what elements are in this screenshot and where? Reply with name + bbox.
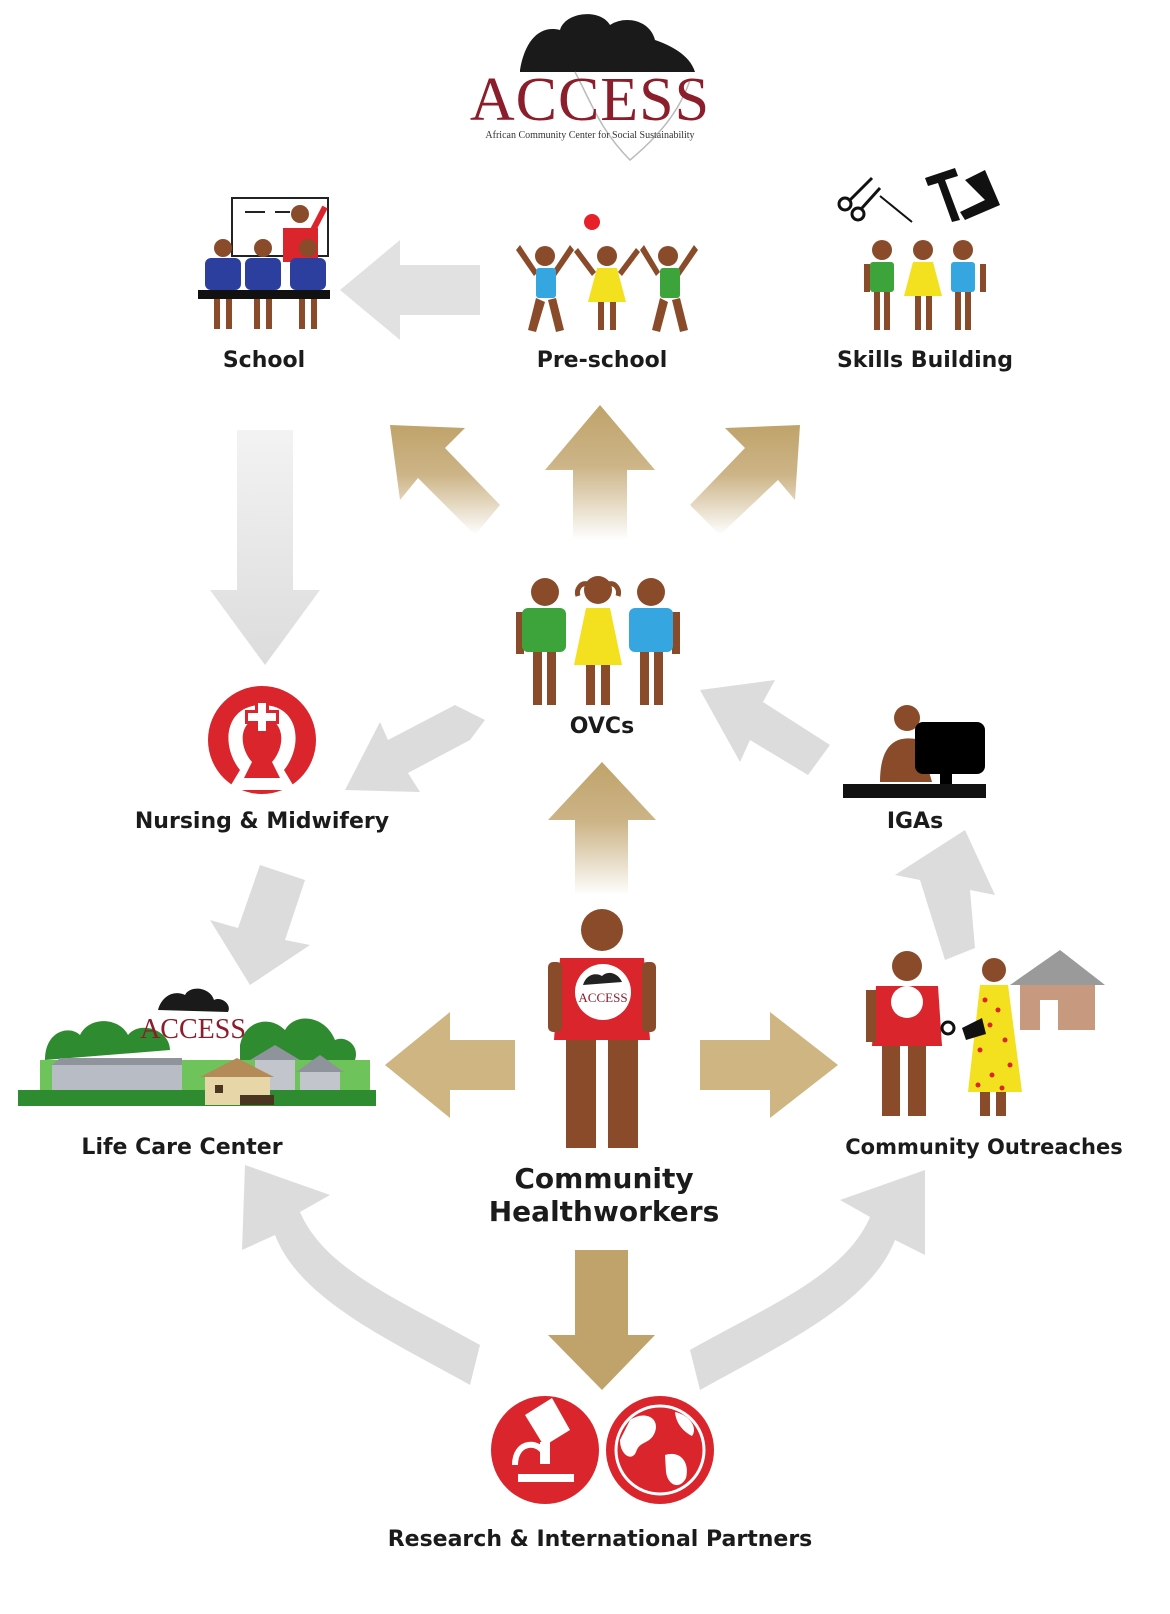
- clinic-buildings-icon: ACCESS: [18, 988, 376, 1106]
- label-nursing: Nursing & Midwifery: [135, 809, 389, 834]
- label-chw-line2: Healthworkers: [489, 1195, 719, 1228]
- arrow-ovcs-to-preschool: [545, 405, 655, 540]
- arrow-igas-to-ovcs: [700, 680, 830, 775]
- saw-icon: [960, 170, 1000, 220]
- microscope-icon: [491, 1396, 599, 1504]
- arrow-chw-to-research: [548, 1250, 655, 1390]
- label-skills: Skills Building: [837, 348, 1013, 373]
- label-school: School: [223, 348, 305, 373]
- label-outreach: Community Outreaches: [845, 1135, 1123, 1159]
- label-lifecare: Life Care Center: [81, 1135, 282, 1160]
- logo-name: ACCESS: [470, 66, 710, 134]
- nursing-cap-icon: [208, 686, 316, 794]
- tools-icon: [837, 168, 1000, 330]
- needle-icon: [879, 195, 913, 223]
- center-sign-text: ACCESS: [140, 1014, 246, 1045]
- access-logo: ACCESS African Community Center for Soci…: [470, 14, 710, 162]
- arrow-chw-to-ovcs: [548, 762, 656, 895]
- arrow-ovcs-to-skills: [690, 425, 800, 535]
- label-ovcs: OVCs: [570, 714, 634, 739]
- arrow-outreach-to-igas: [895, 830, 995, 960]
- label-chw-line1: Community: [514, 1162, 693, 1195]
- arrow-chw-to-outreach: [700, 1012, 838, 1118]
- center-sign: ACCESS: [140, 988, 246, 1045]
- healthworker-icon: ACCESS: [548, 909, 656, 1148]
- grey-arrows: [210, 240, 995, 1390]
- scissors-icon: [837, 176, 882, 222]
- arrow-ovcs-to-school: [390, 425, 500, 535]
- gold-arrows: [385, 405, 838, 1390]
- children-playing-icon: [516, 214, 698, 332]
- ball-icon: [584, 214, 600, 230]
- arrow-school-to-nursing: [210, 430, 320, 665]
- children-group-icon: [516, 576, 680, 705]
- shirt-logo-text: ACCESS: [578, 990, 627, 1005]
- stethoscope-icon: [940, 1020, 956, 1036]
- arrow-chw-to-lifecare: [385, 1012, 515, 1118]
- logo-trees-icon: [520, 14, 695, 73]
- arrow-research-to-lifecare: [242, 1165, 480, 1385]
- arrow-research-to-outreach: [690, 1170, 925, 1390]
- arrow-ovcs-to-nursing: [345, 705, 485, 792]
- teacher-class-icon: [198, 197, 330, 329]
- logo-africa-outline: [574, 71, 691, 162]
- hammer-icon: [925, 168, 960, 222]
- arrow-nursing-to-lifecare: [210, 865, 310, 985]
- arrow-preschool-to-school: [340, 240, 480, 340]
- logo-tagline: African Community Center for Social Sust…: [485, 130, 694, 141]
- outreach-visit-icon: [866, 950, 1105, 1116]
- globe-icon: [606, 1396, 714, 1504]
- label-research: Research & International Partners: [388, 1527, 813, 1552]
- computer-worker-icon: [843, 705, 986, 798]
- label-igas: IGAs: [887, 809, 943, 834]
- label-preschool: Pre-school: [537, 348, 668, 373]
